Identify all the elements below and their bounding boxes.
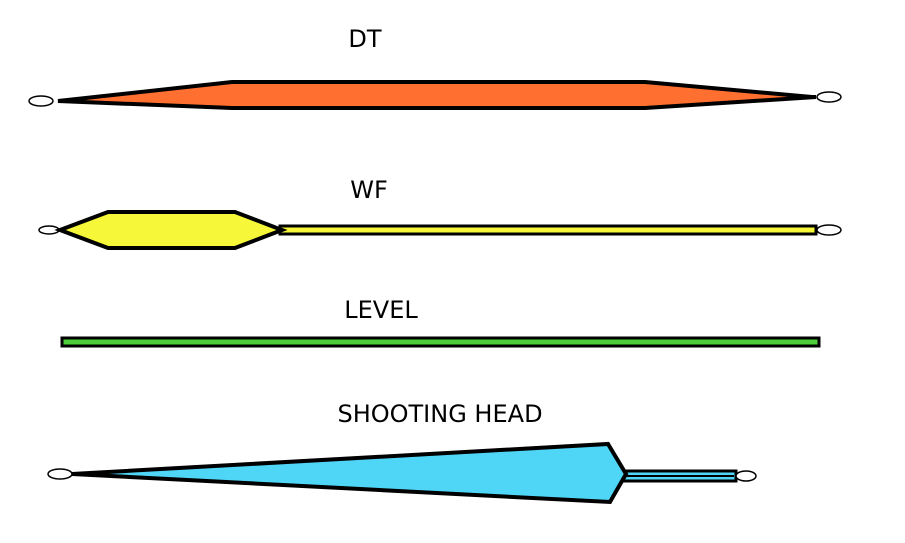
- wf-line: [38, 210, 842, 250]
- shooting-head-left-loop: [47, 468, 73, 480]
- level-line-body: [60, 336, 821, 348]
- level-line: [60, 336, 821, 348]
- wf-label: WF: [350, 176, 388, 204]
- dt-line: [28, 80, 842, 110]
- dt-label: DT: [348, 25, 381, 53]
- shooting-head-label: SHOOTING HEAD: [337, 400, 542, 428]
- dt-left-loop: [28, 95, 54, 107]
- dt-right-loop: [816, 91, 842, 103]
- shooting-head-body: [71, 441, 629, 505]
- wf-head-body: [54, 210, 288, 250]
- wf-right-loop: [816, 224, 842, 236]
- level-label: LEVEL: [344, 296, 418, 324]
- dt-line-body: [57, 80, 817, 110]
- shooting-head-right-loop: [735, 470, 757, 482]
- shooting-head-line: [47, 441, 757, 505]
- wf-running-line: [278, 224, 818, 236]
